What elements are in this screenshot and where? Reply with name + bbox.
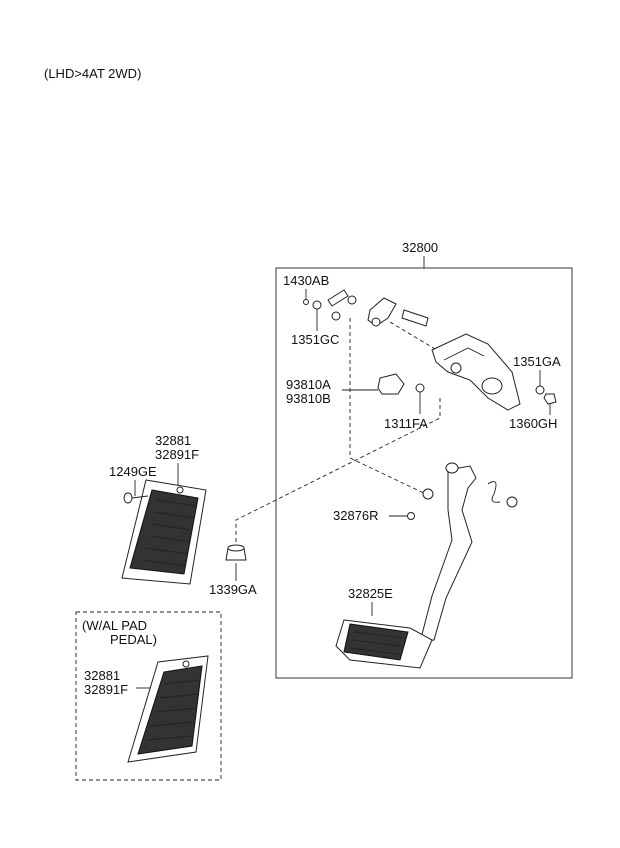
bracket-hole <box>481 377 503 395</box>
label-1351GA: 1351GA <box>513 354 561 369</box>
bracket-edge <box>443 347 485 361</box>
stop-lamp-switch <box>377 373 405 395</box>
bolt-1430AB <box>303 299 309 305</box>
option-label-32881: 32881 <box>84 668 120 683</box>
label-1249GE: 1249GE <box>109 464 157 479</box>
option-box-title-2: PEDAL) <box>110 632 157 647</box>
accel-pad-ribs <box>141 499 197 567</box>
accel-pad-clip <box>176 486 184 494</box>
al-pad-clip <box>182 660 190 668</box>
pedal-bushing <box>445 462 459 474</box>
pedal-spring <box>487 481 501 503</box>
label-32881: 32881 <box>155 433 191 448</box>
pedal-bracket <box>431 333 521 411</box>
al-pad-ribs <box>145 679 201 741</box>
washer-1351GA <box>535 385 545 395</box>
screw-1249GE-head <box>123 492 133 504</box>
assembly-box <box>275 267 573 679</box>
screw-1249GE-shaft <box>131 495 149 499</box>
dashed-link-3 <box>235 398 441 548</box>
option-box-title-1: (W/AL PAD <box>82 618 147 633</box>
variant-label: (LHD>4AT 2WD) <box>44 66 141 81</box>
al-pad-rubber <box>137 665 203 755</box>
link-bracket <box>327 289 349 307</box>
dashed-link-1 <box>349 318 431 497</box>
label-1311FA: 1311FA <box>384 416 428 431</box>
label-1351GC: 1351GC <box>291 332 339 347</box>
label-32825E: 32825E <box>348 586 393 601</box>
nut-1311FA <box>415 383 425 393</box>
option-label-32891F: 32891F <box>84 682 128 697</box>
clevis-pin <box>422 488 434 500</box>
assembly-number-label: 32800 <box>402 240 438 255</box>
label-93810B: 93810B <box>286 391 331 406</box>
switch-knob <box>371 317 381 327</box>
label-1430AB: 1430AB <box>283 273 329 288</box>
label-1339GA: 1339GA <box>209 582 257 597</box>
pedal-pad-ribs <box>349 631 403 655</box>
nut-1360GH <box>543 393 557 405</box>
label-93810A: 93810A <box>286 377 331 392</box>
washer-1351GC <box>312 300 322 310</box>
clip-1339GA-top <box>227 544 245 552</box>
label-32891F: 32891F <box>155 447 199 462</box>
spring-washer <box>506 496 518 508</box>
nut-a <box>347 295 357 305</box>
option-box <box>75 611 222 781</box>
label-1360GH: 1360GH <box>509 416 557 431</box>
pivot-bolt <box>401 309 429 327</box>
washer-a <box>331 311 341 321</box>
label-32876R: 32876R <box>333 508 379 523</box>
pedal-arm <box>419 465 477 643</box>
bracket-pivot <box>450 362 462 374</box>
stopper-32876R <box>407 512 415 520</box>
dashed-link-2 <box>389 321 441 353</box>
